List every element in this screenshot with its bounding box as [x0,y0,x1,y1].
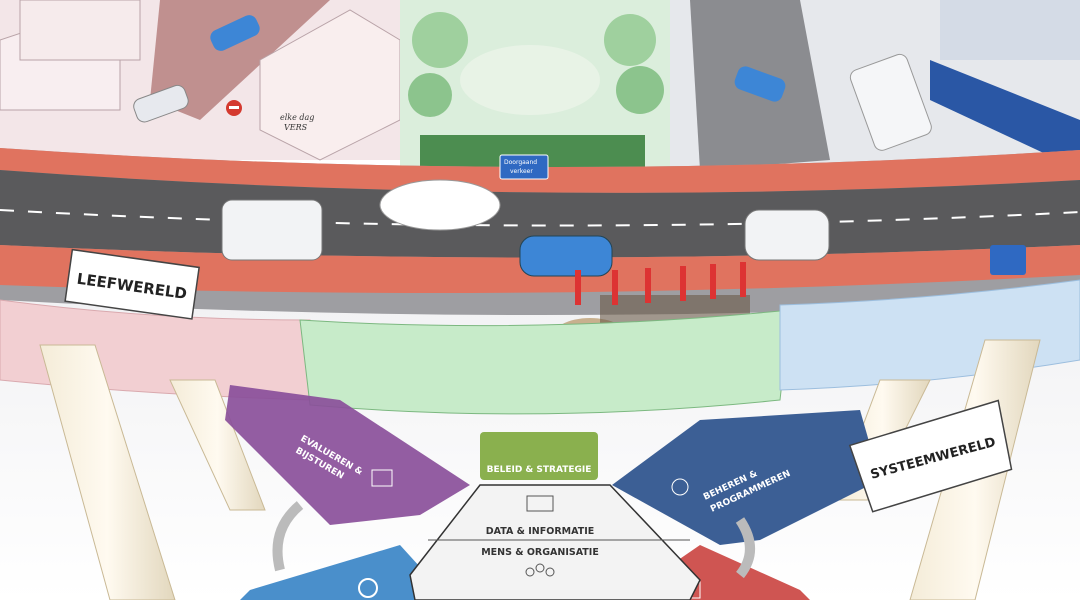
segment-beleid[interactable] [480,432,598,480]
beleid-label: BELEID & STRATEGIE [487,465,592,475]
cloud-icon [379,179,501,231]
van [221,199,323,261]
center-hexagon [409,484,701,600]
blue-car-road [519,235,613,277]
segment-beheren[interactable] [612,410,880,545]
cycle-arrow-left [272,501,304,572]
people-icon [525,563,555,577]
tram [930,60,1080,170]
segment-light-blue[interactable] [240,545,450,600]
gear-icon [671,478,689,496]
cycle-arrow-right [735,517,755,579]
parking-sign [990,245,1026,275]
white-car [133,84,189,123]
doorgaand-sign-line1: Doorgaand [504,159,537,166]
shop-sign-line1: elke dag [280,113,314,122]
white-car-road [744,209,830,261]
roadwork-barriers [575,262,746,305]
bus [849,53,932,151]
road [0,148,1080,362]
park [400,0,670,180]
blue-car [210,15,260,51]
leefwereld-sign: LEEFWERELD [64,248,200,320]
doorgaand-verkeer-sign: Doorgaand verkeer [499,154,549,180]
magnifier-icon [358,578,378,598]
shop-sign-line2: VERS [284,123,308,132]
brick-street [150,0,330,120]
data-informatie-label: DATA & INFORMATIE [486,526,594,537]
doorgaand-sign-line2: verkeer [510,168,533,175]
station-area [670,0,1080,170]
systeemwereld-banner: SYSTEEMWERELD [848,399,1013,513]
laptop-icon [526,495,554,512]
segment-evalueren[interactable] [225,385,470,525]
residential-area: elke dag VERS [0,0,401,161]
blue-car-station [734,66,786,102]
mens-organisatie-label: MENS & ORGANISATIE [481,547,599,558]
green-rim [299,309,791,415]
checklist-icon [371,469,393,487]
